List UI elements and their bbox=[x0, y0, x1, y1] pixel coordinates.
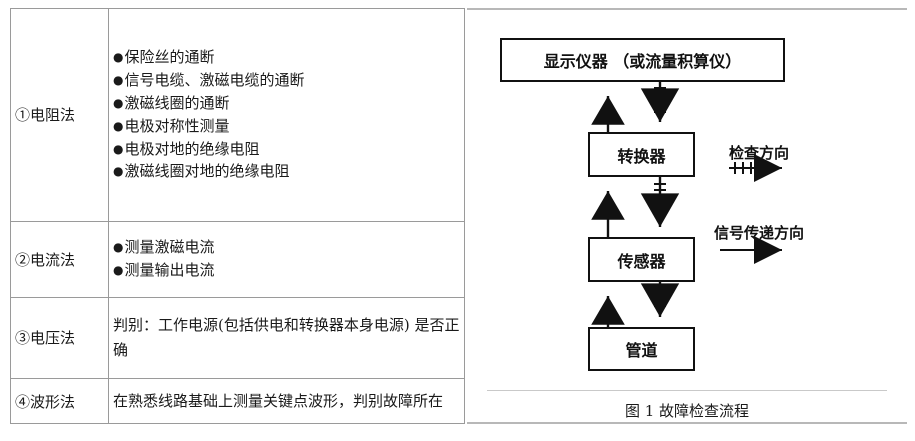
detail-paragraph: 判别：工作电源(包括供电和转换器本身电源) 是否正确 bbox=[113, 316, 460, 359]
bullet-dot-icon: ● bbox=[113, 164, 124, 179]
list-item-label: 测量激磁电流 bbox=[124, 238, 215, 257]
connector-converter-to-sensor-inspect bbox=[640, 177, 680, 227]
bullet-dot-icon: ● bbox=[113, 141, 124, 156]
flowchart-connectors bbox=[591, 82, 782, 327]
list-item-label: 电极对称性测量 bbox=[124, 116, 230, 135]
table-row: ④波形法 在熟悉线路基础上测量关键点波形，判别故障所在 bbox=[10, 378, 465, 424]
list-item-label: 激磁线圈对地的绝缘电阻 bbox=[124, 162, 290, 181]
list-item: ●电极对称性测量 bbox=[113, 115, 460, 138]
connector-display-to-converter-inspect bbox=[640, 82, 680, 122]
detail-paragraph: 在熟悉线路基础上测量关键点波形，判别故障所在 bbox=[113, 391, 444, 410]
list-item: ●测量激磁电流 bbox=[113, 236, 460, 259]
method-name-cell: ①电阻法 bbox=[10, 8, 109, 222]
method-detail-cell: 在熟悉线路基础上测量关键点波形，判别故障所在 bbox=[108, 378, 465, 424]
bullet-dot-icon: ● bbox=[113, 96, 124, 111]
flow-node-pipe[interactable]: 管道 bbox=[588, 327, 695, 371]
figure-caption: 图 1 故障检查流程 bbox=[624, 402, 750, 420]
hatched-arrow-right-icon bbox=[729, 154, 782, 182]
flowchart-stage: 显示仪器 （或流量积算仪） 转换器 传感器 管道 检查方向 信号传递方向 bbox=[467, 10, 907, 385]
list-item: ●激磁线圈的通断 bbox=[113, 92, 460, 115]
table-row: ①电阻法 ●保险丝的通断 ●信号电缆、激磁电缆的通断 ●激磁线圈的通断 ●电极对… bbox=[10, 8, 465, 222]
bullet-dot-icon: ● bbox=[113, 263, 124, 278]
table-row: ②电流法 ●测量激磁电流 ●测量输出电流 bbox=[10, 220, 465, 298]
method-name-cell: ③电压法 bbox=[10, 296, 109, 380]
list-item-label: 信号电缆、激磁电缆的通断 bbox=[124, 71, 305, 90]
fault-method-table: ①电阻法 ●保险丝的通断 ●信号电缆、激磁电缆的通断 ●激磁线圈的通断 ●电极对… bbox=[10, 8, 465, 424]
table-row: ③电压法 判别：工作电源(包括供电和转换器本身电源) 是否正确 bbox=[10, 296, 465, 380]
flowchart-panel: 显示仪器 （或流量积算仪） 转换器 传感器 管道 检查方向 信号传递方向 图 1… bbox=[467, 8, 907, 424]
bullet-dot-icon: ● bbox=[113, 50, 124, 65]
list-item-label: 激磁线圈的通断 bbox=[124, 94, 230, 113]
bullet-dot-icon: ● bbox=[113, 118, 124, 133]
list-item: ●信号电缆、激磁电缆的通断 bbox=[113, 69, 460, 92]
bullet-list: ●保险丝的通断 ●信号电缆、激磁电缆的通断 ●激磁线圈的通断 ●电极对称性测量 … bbox=[113, 46, 460, 183]
bullet-list: ●测量激磁电流 ●测量输出电流 bbox=[113, 236, 460, 282]
connector-sensor-to-pipe-inspect bbox=[640, 282, 680, 317]
list-item: ●测量输出电流 bbox=[113, 259, 460, 282]
legend-item-signal-direction: 信号传递方向 bbox=[714, 222, 804, 243]
caption-divider bbox=[487, 390, 887, 391]
legend-label-inspection: 检查方向 bbox=[729, 144, 790, 162]
method-detail-cell: ●测量激磁电流 ●测量输出电流 bbox=[108, 220, 465, 298]
flow-node-display[interactable]: 显示仪器 （或流量积算仪） bbox=[500, 38, 785, 82]
list-item-label: 测量输出电流 bbox=[124, 261, 215, 280]
method-table-panel: ①电阻法 ●保险丝的通断 ●信号电缆、激磁电缆的通断 ●激磁线圈的通断 ●电极对… bbox=[10, 8, 465, 424]
flow-node-converter[interactable]: 转换器 bbox=[588, 132, 695, 177]
list-item: ●保险丝的通断 bbox=[113, 46, 460, 69]
method-name-cell: ②电流法 bbox=[10, 220, 109, 298]
list-item-label: 保险丝的通断 bbox=[124, 48, 215, 67]
method-detail-cell: 判别：工作电源(包括供电和转换器本身电源) 是否正确 bbox=[108, 296, 465, 380]
method-name-cell: ④波形法 bbox=[10, 378, 109, 424]
legend-item-inspection-direction: 检查方向 bbox=[729, 142, 789, 163]
list-item-label: 电极对地的绝缘电阻 bbox=[124, 139, 260, 158]
legend-label-signal: 信号传递方向 bbox=[714, 224, 805, 242]
method-detail-cell: ●保险丝的通断 ●信号电缆、激磁电缆的通断 ●激磁线圈的通断 ●电极对称性测量 … bbox=[108, 8, 465, 222]
bullet-dot-icon: ● bbox=[113, 73, 124, 88]
list-item: ●电极对地的绝缘电阻 bbox=[113, 138, 460, 161]
bullet-dot-icon: ● bbox=[113, 240, 124, 255]
flow-node-sensor[interactable]: 传感器 bbox=[588, 237, 695, 282]
list-item: ●激磁线圈对地的绝缘电阻 bbox=[113, 160, 460, 183]
